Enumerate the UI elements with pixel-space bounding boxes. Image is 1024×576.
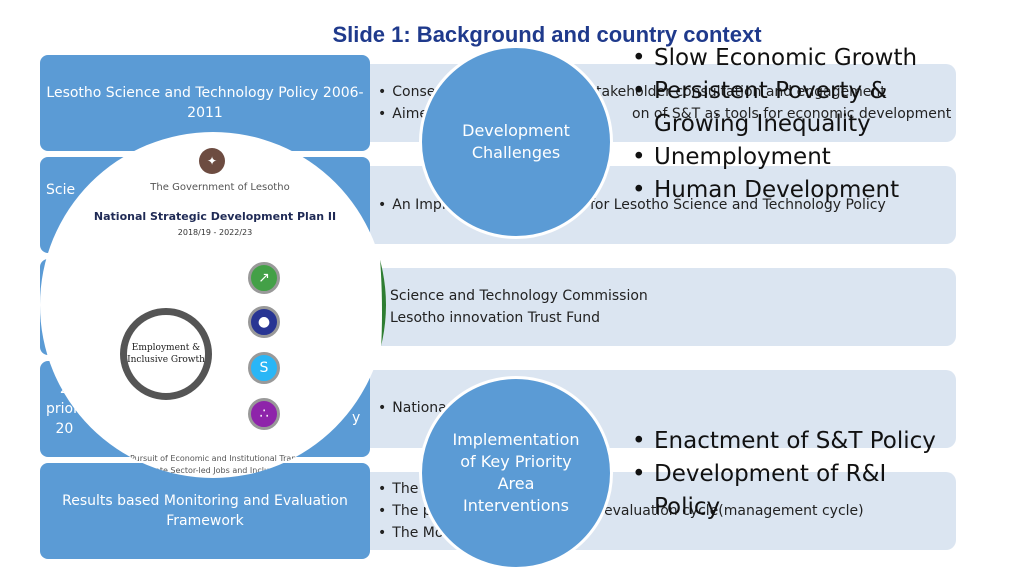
- challenges-list: •Slow Economic Growth •Persistent Povert…: [632, 42, 917, 207]
- nsdp-document-image: ✦ The Government of Lesotho National Str…: [40, 132, 386, 478]
- implementation-text: Implementation of Key Priority Area Inte…: [452, 430, 580, 515]
- bullet-r4-1: •Nationa: [378, 400, 447, 416]
- challenge-item: •Human Development: [632, 177, 900, 203]
- intervention-item: •Development of R&I: [632, 461, 887, 487]
- slide-title: Slide 1: Background and country context: [332, 22, 762, 47]
- row-label-5: Results based Monitoring and Evaluation …: [40, 463, 370, 559]
- document-center-ring: Employment & Inclusive Growth: [120, 308, 212, 400]
- development-challenges-text: Development Challenges: [462, 121, 570, 162]
- bullet-r5-3: •The Mo: [378, 525, 444, 541]
- bar-text-r5b: evaluation cycle(management cycle): [604, 503, 864, 519]
- bar-text-r2: for Lesotho Science and Technology Polic…: [590, 197, 886, 213]
- document-plan-title: National Strategic Development Plan II: [93, 210, 337, 223]
- bullet-r2-1: •An Impl: [378, 197, 446, 213]
- document-footer-1: In Pursuit of Economic and Institutional…: [120, 454, 312, 463]
- bullet-r1-2: •Aime: [378, 106, 428, 122]
- bar-text-r3a: Science and Technology Commission: [390, 288, 648, 304]
- row-label-2-text: Scie: [46, 182, 76, 198]
- challenge-item: •Unemployment: [632, 144, 831, 170]
- intervention-item: •Enactment of S&T Policy: [632, 428, 936, 454]
- bullet-r1-1: •Conse: [378, 84, 436, 100]
- document-years: 2018/19 - 2022/23: [177, 228, 253, 237]
- intervention-item: Policy: [654, 494, 721, 520]
- community-icon: ∴: [248, 398, 280, 430]
- people-icon: ●: [248, 306, 280, 338]
- bullet-r5-2: •The p: [378, 503, 432, 519]
- green-arc-decoration: [262, 132, 386, 478]
- development-challenges-circle: Development Challenges: [419, 45, 613, 239]
- document-footer-2: Private Sector-led Jobs and Inclusive: [140, 466, 286, 475]
- bar-text-r3b: Lesotho innovation Trust Fund: [390, 310, 601, 326]
- document-government: The Government of Lesotho: [150, 182, 290, 193]
- challenge-item: •Slow Economic Growth: [632, 45, 918, 71]
- bar-text-r1a: takeholder consultation and engagement: [596, 84, 886, 100]
- coat-of-arms-icon: ✦: [199, 148, 225, 174]
- road-icon: S: [248, 352, 280, 384]
- document-center-text: Employment & Inclusive Growth: [127, 343, 205, 365]
- implementation-circle: Implementation of Key Priority Area Inte…: [419, 376, 613, 570]
- challenge-item: •Persistent Poverty &: [632, 78, 888, 104]
- bullet-r5-1: •The: [378, 481, 419, 497]
- challenge-item: Growing Inequality: [654, 111, 871, 137]
- growth-icon: ↗: [248, 262, 280, 294]
- interventions-list: •Enactment of S&T Policy •Development of…: [632, 425, 936, 524]
- bar-text-r1b: on of S&T as tools for economic developm…: [632, 106, 952, 122]
- row-label-1: Lesotho Science and Technology Policy 20…: [40, 55, 370, 151]
